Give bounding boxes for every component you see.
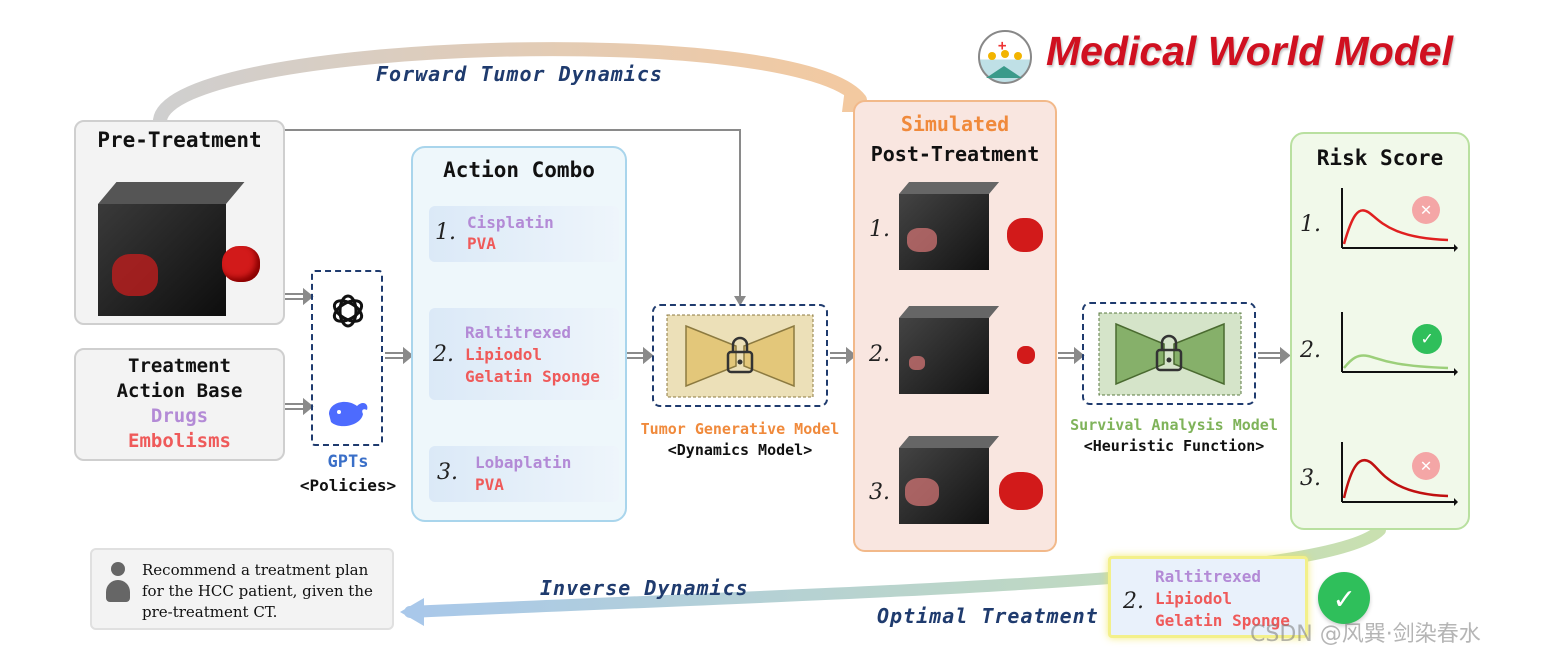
action-base-line1: Treatment [128, 355, 231, 377]
action-base-line2: Action Base [116, 380, 243, 402]
optimal-drug: Raltitrexed [1155, 567, 1261, 586]
forward-dynamics-label: Forward Tumor Dynamics [376, 62, 663, 86]
sim-number-3: 3. [869, 480, 890, 505]
post-treatment-title: Post-Treatment [870, 142, 1040, 166]
optimal-number: 2. [1123, 589, 1144, 614]
pre-treatment-title: Pre-Treatment [97, 128, 262, 152]
tumor-model-panel [652, 304, 828, 407]
survival-model-label: Survival Analysis Model [1070, 416, 1278, 434]
inverse-dynamics-label: Inverse Dynamics [540, 576, 749, 600]
reject-icon-1: ✕ [1412, 196, 1440, 224]
action-item-1[interactable]: 1. Cisplatin PVA [429, 206, 619, 262]
prompt-line-1: Recommend a treatment plan [142, 561, 369, 579]
action-base-panel: Treatment Action Base Drugs Embolisms [74, 348, 285, 461]
action-base-drugs: Drugs [150, 405, 209, 427]
action-item-2-embolism-1: Lipiodol [465, 345, 543, 364]
gpts-label: GPTs [327, 452, 369, 472]
optimal-embolism-1: Lipiodol [1155, 589, 1233, 608]
action-combo-title: Action Combo [443, 158, 595, 182]
prompt-line-2: for the HCC patient, given the [142, 582, 373, 600]
risk-curve-2 [1341, 312, 1458, 376]
tumor-icon [222, 246, 260, 282]
risk-score-title: Risk Score [1316, 146, 1444, 170]
action-item-1-embolism: PVA [467, 234, 496, 253]
optimal-treatment-label: Optimal Treatment [877, 604, 1099, 628]
flow-arrows [285, 287, 1291, 416]
action-combo-panel: Action Combo 1. Cisplatin PVA 2. Raltitr… [411, 146, 627, 522]
survival-model-icon [1098, 312, 1242, 396]
survival-model-panel [1082, 302, 1256, 405]
action-item-3-number: 3. [437, 460, 458, 485]
risk-number-1: 1. [1300, 212, 1321, 237]
reject-icon-3: ✕ [1412, 452, 1440, 480]
main-title: Medical World Model [1046, 28, 1453, 74]
deepseek-whale-icon [329, 401, 368, 427]
action-item-2-drug: Raltitrexed [465, 323, 571, 342]
action-base-embolisms: Embolisms [128, 430, 231, 452]
tumor-model-icon [666, 314, 814, 398]
medical-logo-icon: + [978, 30, 1032, 84]
action-item-3-drug: Lobaplatin [475, 453, 572, 472]
gpts-sublabel: <Policies> [299, 476, 397, 495]
ct-volume-image [98, 182, 260, 317]
prompt-panel: Recommend a treatment plan for the HCC p… [90, 548, 394, 630]
risk-number-3: 3. [1300, 466, 1321, 491]
pre-treatment-panel: Pre-Treatment [74, 120, 285, 325]
action-item-2-embolism-2: Gelatin Sponge [465, 367, 600, 386]
action-item-2-number: 2. [433, 342, 454, 367]
risk-number-2: 2. [1300, 338, 1321, 363]
simulated-panel: Simulated Post-Treatment 1. 2. 3. [853, 100, 1057, 552]
optimal-embolism-2: Gelatin Sponge [1155, 611, 1290, 630]
gpts-panel [311, 270, 383, 446]
action-item-3-embolism: PVA [475, 475, 504, 494]
inverse-dynamics-curve [404, 524, 1386, 618]
check-icon-2: ✓ [1412, 324, 1442, 354]
action-item-3[interactable]: 3. Lobaplatin PVA [429, 446, 619, 502]
user-icon [106, 562, 130, 612]
simulated-title: Simulated [900, 112, 1010, 136]
inverse-arrowhead [400, 598, 424, 626]
action-item-1-number: 1. [435, 220, 456, 245]
forward-dynamics-curve [153, 42, 867, 127]
risk-curve-1 [1341, 188, 1458, 252]
action-item-1-drug: Cisplatin [467, 213, 554, 232]
optimal-treatment-panel[interactable]: 2. Raltitrexed Lipiodol Gelatin Sponge [1108, 556, 1308, 638]
prompt-line-3: pre-treatment CT. [142, 603, 278, 621]
tumor-model-sublabel: <Dynamics Model> [667, 441, 813, 459]
tumor-model-label: Tumor Generative Model [640, 420, 840, 438]
risk-score-panel: Risk Score 1. ✕ 2. ✓ 3. ✕ [1290, 132, 1470, 530]
risk-curve-3 [1341, 442, 1458, 506]
survival-model-sublabel: <Heuristic Function> [1083, 437, 1265, 455]
sim-number-1: 1. [869, 217, 890, 242]
watermark: CSDN @风巽·剑染春水 [1250, 622, 1481, 647]
sim-number-2: 2. [869, 342, 890, 367]
optimal-check-icon: ✓ [1318, 572, 1370, 624]
pre-to-model-line [284, 129, 741, 298]
action-item-2[interactable]: 2. Raltitrexed Lipiodol Gelatin Sponge [429, 308, 619, 400]
openai-icon [332, 294, 364, 328]
